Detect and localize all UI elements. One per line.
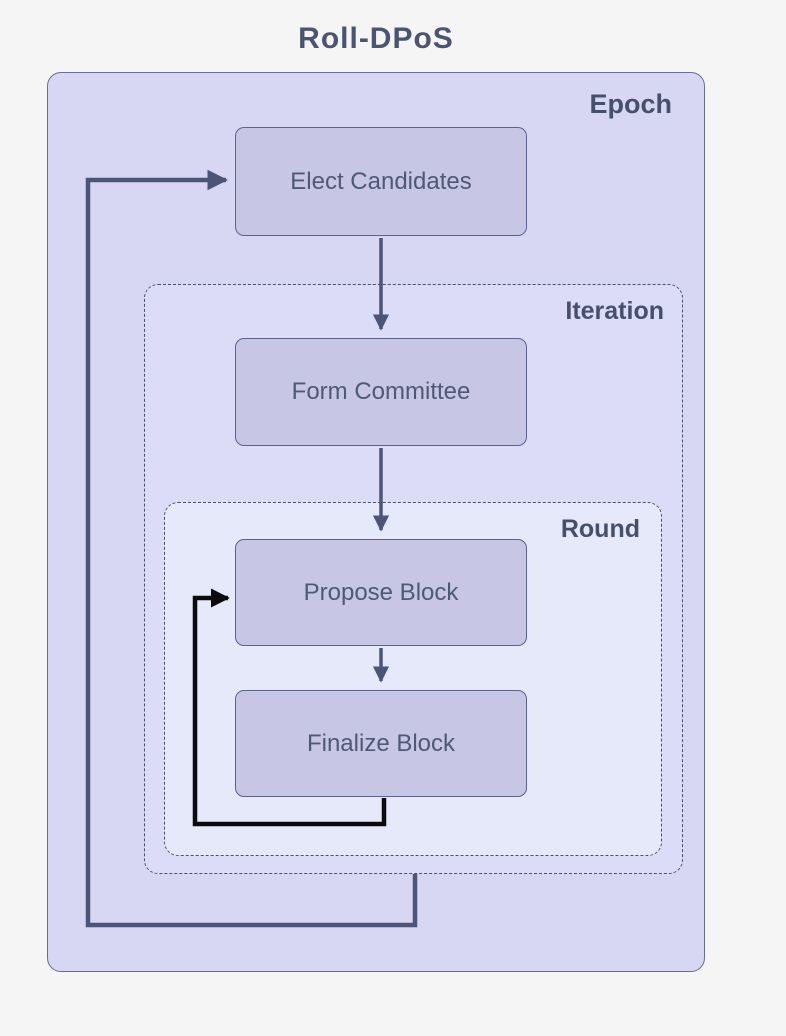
node-propose-block: Propose Block	[235, 539, 527, 646]
iteration-label: Iteration	[565, 297, 664, 325]
node-elect-candidates: Elect Candidates	[235, 127, 527, 236]
page-title: Roll-DPoS	[298, 22, 454, 55]
node-form-committee: Form Committee	[235, 338, 527, 446]
node-finalize-block: Finalize Block	[235, 690, 527, 797]
epoch-label: Epoch	[589, 89, 672, 119]
round-label: Round	[560, 515, 640, 543]
